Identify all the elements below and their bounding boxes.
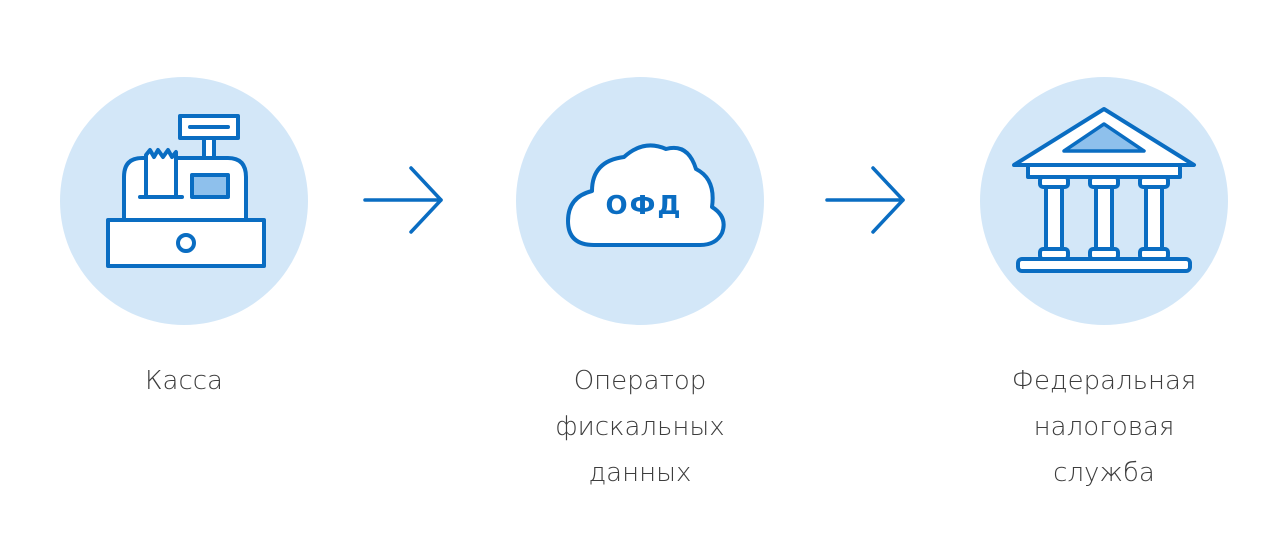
icon-circle bbox=[60, 77, 308, 325]
government-building-icon bbox=[1012, 107, 1196, 273]
label-line: Касса bbox=[145, 366, 223, 396]
cloud-ofd-icon: ОФД bbox=[566, 143, 726, 247]
arrow-right-icon bbox=[825, 166, 905, 234]
cash-register-icon bbox=[106, 114, 266, 268]
icon-circle: ОФД bbox=[516, 77, 764, 325]
label-line: Оператор bbox=[573, 366, 707, 396]
step-cash-register: Касса bbox=[34, 0, 334, 550]
label-line: служба bbox=[1053, 458, 1155, 488]
label-line: Федеральная bbox=[1011, 366, 1197, 396]
label-line: налоговая bbox=[1033, 412, 1175, 442]
arrow-right-icon bbox=[363, 166, 443, 234]
step-label: Федеральная налоговая служба bbox=[954, 358, 1254, 496]
step-label: Касса bbox=[34, 358, 334, 404]
label-line: данных bbox=[588, 458, 692, 488]
step-label: Оператор фискальных данных bbox=[490, 358, 790, 496]
icon-circle bbox=[980, 77, 1228, 325]
label-line: фискальных bbox=[555, 412, 725, 442]
cloud-label: ОФД bbox=[605, 191, 682, 221]
step-fiscal-operator: ОФД Оператор фискальных данных bbox=[490, 0, 790, 550]
step-tax-service: Федеральная налоговая служба bbox=[954, 0, 1254, 550]
